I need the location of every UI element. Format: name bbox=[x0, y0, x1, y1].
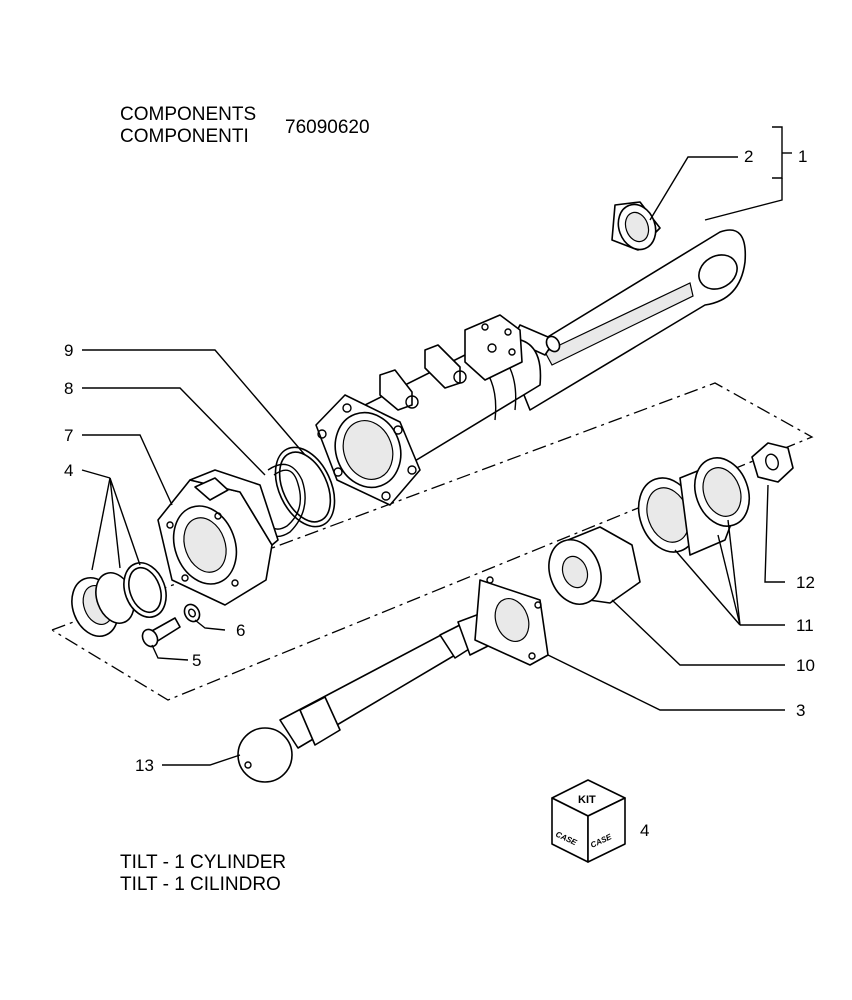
title-en: COMPONENTS bbox=[120, 104, 257, 125]
callout-leaders bbox=[81, 126, 792, 766]
gland-part-7 bbox=[157, 469, 279, 606]
ball-end-part-13 bbox=[237, 727, 293, 783]
piston-rod-part-3 bbox=[279, 576, 549, 749]
piston-part-10 bbox=[548, 526, 641, 605]
seal-kit-boundary bbox=[51, 382, 814, 701]
seals-part-4 bbox=[71, 562, 167, 637]
callout-1: 1 bbox=[798, 147, 807, 166]
kit-label: KIT bbox=[578, 794, 596, 806]
callout-10: 10 bbox=[796, 656, 815, 675]
callout-numbers: 1 2 3 4 5 6 7 8 9 10 11 12 13 bbox=[64, 147, 815, 775]
washer-part-6 bbox=[183, 603, 201, 623]
kit-item-ref: 4 bbox=[640, 821, 649, 840]
callout-3: 3 bbox=[796, 701, 805, 720]
kit-cube-icon: KIT CASE CASE bbox=[551, 779, 626, 863]
ring-part-9 bbox=[274, 446, 336, 528]
callout-7: 7 bbox=[64, 426, 73, 445]
caption-it: TILT - 1 CILINDRO bbox=[120, 874, 281, 895]
callout-12: 12 bbox=[796, 573, 815, 592]
callout-5: 5 bbox=[192, 651, 201, 670]
callout-11: 11 bbox=[796, 616, 814, 635]
callout-8: 8 bbox=[64, 379, 73, 398]
caption-en: TILT - 1 CYLINDER bbox=[120, 852, 287, 873]
title-it: COMPONENTI bbox=[120, 126, 249, 147]
callout-6: 6 bbox=[236, 621, 245, 640]
callout-9: 9 bbox=[64, 341, 73, 360]
callout-2: 2 bbox=[744, 147, 753, 166]
cylinder-body bbox=[315, 229, 747, 506]
part-number: 76090620 bbox=[285, 117, 370, 138]
callout-13: 13 bbox=[135, 756, 154, 775]
bushing-part-2 bbox=[611, 201, 661, 251]
callout-4: 4 bbox=[64, 461, 73, 480]
screw-part-5 bbox=[141, 617, 181, 648]
nut-part-12 bbox=[751, 442, 794, 483]
piston-seals-part-11 bbox=[637, 457, 751, 556]
